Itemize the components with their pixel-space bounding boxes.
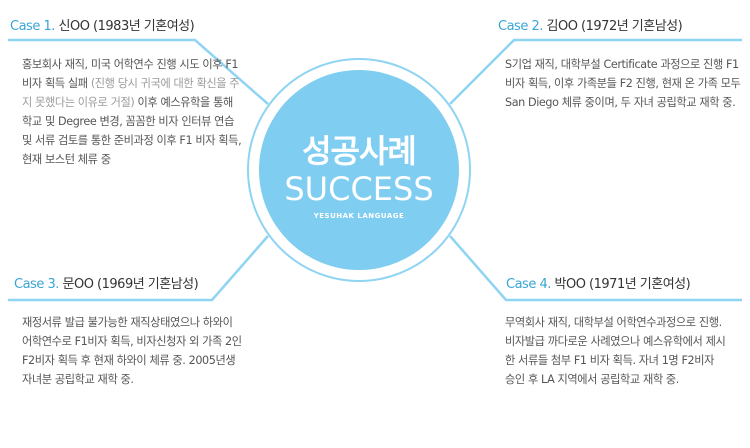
case3-label: Case 3. xyxy=(14,277,59,292)
case3-description: 재정서류 발급 불가능한 재직상태였으나 하와이 어학연수로 F1비자 획득, … xyxy=(22,316,242,386)
case1-heading: Case 1. 신OO (1983년 기혼여성) xyxy=(10,15,195,34)
case4-label: Case 4. xyxy=(506,277,551,292)
success-circle: 성공사례 SUCCESS YESUHAK LANGUAGE xyxy=(259,70,459,270)
case2-label: Case 2. xyxy=(498,19,543,34)
case1-text-a: 홍보회사 재직, 미국 어학연수 진행 시도 이후 F1 비자 획득 실패 xyxy=(22,58,239,90)
case4-connector xyxy=(449,235,742,302)
case2-name: 김OO (1972년 기혼남성) xyxy=(546,19,683,34)
center-subtitle: YESUHAK LANGUAGE xyxy=(313,212,405,220)
outer-ring xyxy=(247,58,471,282)
case4-description: 무역회사 재직, 대학부설 어학연수과정으로 진행. 비자발급 까다로운 사례였… xyxy=(505,316,726,386)
case3-heading: Case 3. 문OO (1969년 기혼남성) xyxy=(14,273,199,292)
case1-text-b: 이후 예스유학을 통해 학교 및 Degree 변경, 꼼꼼한 비자 인터뷰 연… xyxy=(22,96,242,166)
case2-connector xyxy=(449,38,742,105)
case4-heading: Case 4. 박OO (1971년 기혼여성) xyxy=(506,273,691,292)
case2-description: S기업 재직, 대학부설 Certificate 과정으로 진행 F1 비자 획… xyxy=(505,58,741,109)
case1-connector xyxy=(8,38,269,105)
case1-name: 신OO (1983년 기혼여성) xyxy=(58,19,195,34)
case3-connector xyxy=(8,235,269,302)
case3-name: 문OO (1969년 기혼남성) xyxy=(62,277,199,292)
center-title-english: SUCCESS xyxy=(284,170,434,208)
case1-text-muted: (진행 당시 귀국에 대한 확신을 주지 못했다는 이유로 거절) xyxy=(22,77,240,109)
case1-description: 홍보회사 재직, 미국 어학연수 진행 시도 이후 F1 비자 획득 실패 (진… xyxy=(22,55,244,169)
center-title-korean: 성공사례 xyxy=(302,132,417,170)
case2-heading: Case 2. 김OO (1972년 기혼남성) xyxy=(498,15,683,34)
case4-name: 박OO (1971년 기혼여성) xyxy=(554,277,691,292)
case1-label: Case 1. xyxy=(10,19,55,34)
